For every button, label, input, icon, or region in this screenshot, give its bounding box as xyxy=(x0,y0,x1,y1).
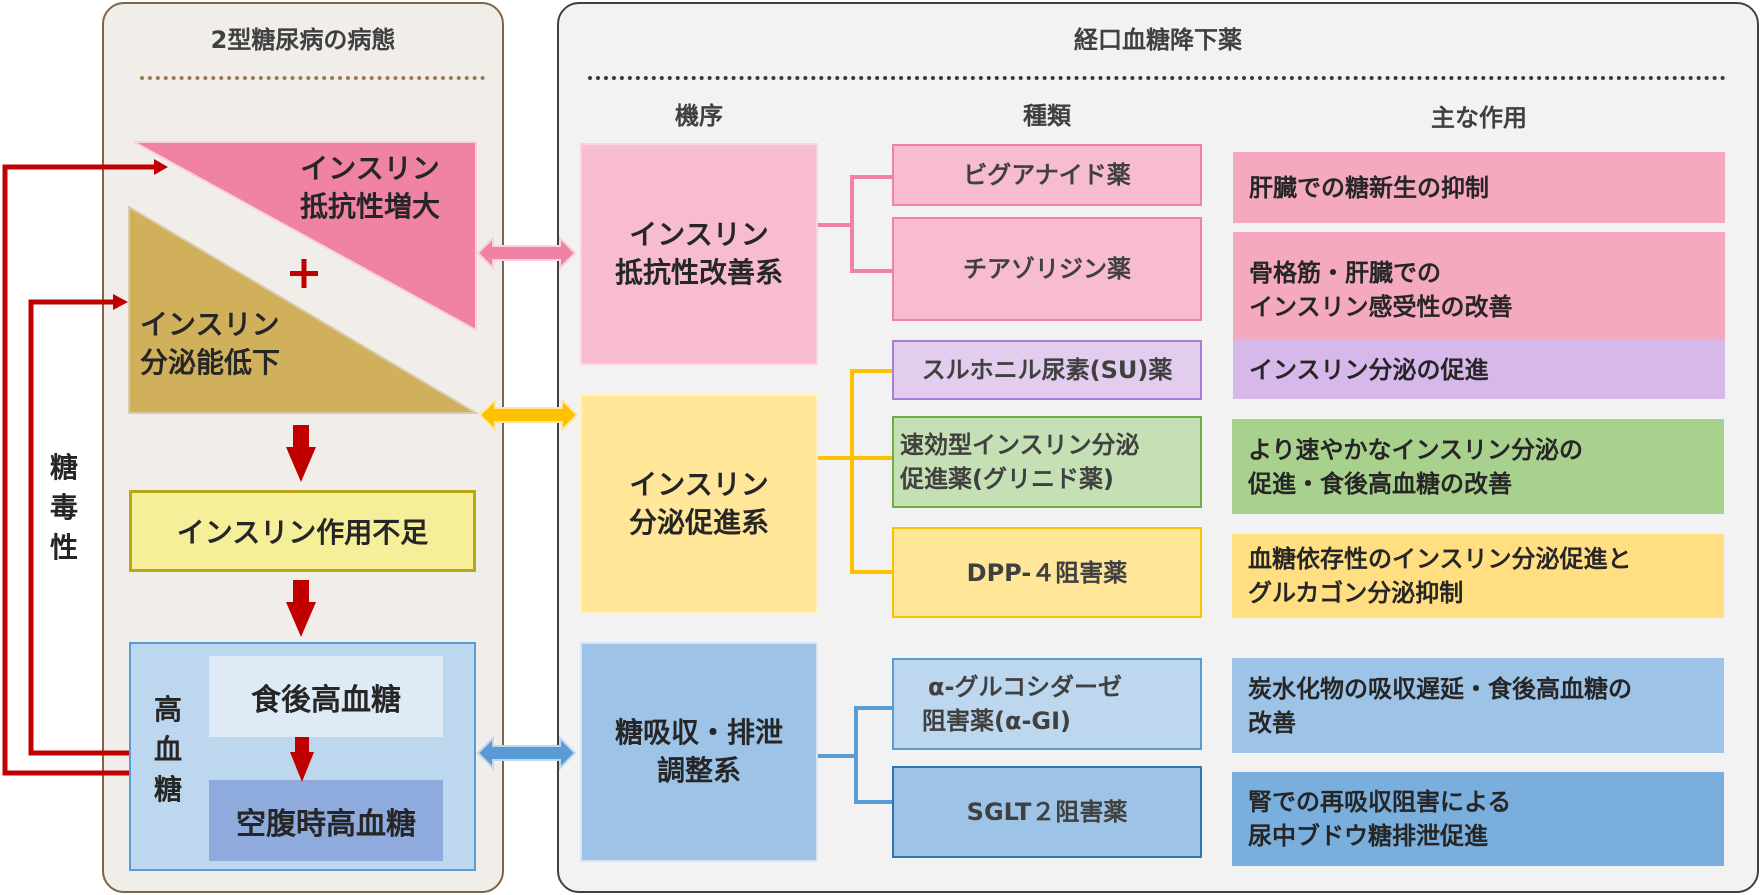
effect-line1: 骨格筋・肝臓での xyxy=(1249,258,1441,287)
mechanism-glucose-absorption-excretion: 糖吸収・排泄 調整系 xyxy=(580,642,818,862)
column-header-mechanism: 機序 xyxy=(675,102,723,130)
down-arrow-2 xyxy=(286,580,316,637)
hyperglycemia-char: 高 xyxy=(153,693,182,726)
oral-drugs-title: 経口血糖降下薬 xyxy=(1074,26,1242,54)
mechanism-line1: インスリン xyxy=(629,468,769,501)
effect-line1: 血糖依存性のインスリン分泌促進と xyxy=(1248,545,1632,573)
insulin-resistance-line1: インスリン xyxy=(300,152,440,185)
effect-line1: より速やかなインスリン分泌の xyxy=(1248,435,1584,464)
secretion-decline-triangle xyxy=(128,205,480,414)
drug-name-line1: チアゾリジン薬 xyxy=(963,255,1131,283)
mechanism-line1: インスリン xyxy=(629,218,769,251)
postprandial-hyperglycemia-box: 食後高血糖 xyxy=(209,656,443,737)
column-header-type: 種類 xyxy=(1023,102,1071,130)
effect-line1: 炭水化物の吸収遅延・食後高血糖の xyxy=(1248,674,1632,703)
drug-sglt2-inhibitor: SGLT２阻害薬 xyxy=(892,766,1202,858)
secretion-decline-line2: 分泌能低下 xyxy=(140,346,281,379)
column-header-effect: 主な作用 xyxy=(1431,104,1527,132)
effect-sglt2-inhibitor: 腎での再吸収阻害による 尿中ブドウ糖排泄促進 xyxy=(1232,772,1724,866)
insulin-resistance-triangle xyxy=(133,141,477,332)
effect-line2: グルカゴン分泌抑制 xyxy=(1248,579,1464,607)
effect-sulfonylurea: インスリン分泌の促進 xyxy=(1233,340,1725,399)
hyperglycemia-char: 糖 xyxy=(153,773,182,806)
hyperglycemia-char: 血 xyxy=(153,733,182,766)
effect-line1: インスリン分泌の促進 xyxy=(1249,355,1489,384)
effect-line2: インスリン感受性の改善 xyxy=(1249,292,1513,321)
down-arrow-1 xyxy=(286,425,316,482)
glucotoxicity-outer-line xyxy=(2,164,158,776)
drug-name-line2: 促進薬(グリニド薬) xyxy=(900,465,1114,493)
secretion-decline-line1: インスリン xyxy=(140,308,280,341)
glucotoxicity-char: 毒 xyxy=(49,491,78,524)
mechanism-line2: 分泌促進系 xyxy=(628,506,769,539)
insulin-deficiency-label: インスリン作用不足 xyxy=(176,516,429,549)
blue-double-arrow xyxy=(476,735,577,771)
yellow-double-arrow xyxy=(478,397,579,433)
pink-connector xyxy=(818,175,895,273)
pathology-title: 2型糖尿病の病態 xyxy=(210,26,396,54)
mechanism-line2: 抵抗性改善系 xyxy=(614,256,783,289)
insulin-resistance-line2: 抵抗性増大 xyxy=(299,190,440,223)
mechanism-line2: 調整系 xyxy=(656,754,741,787)
mechanism-insulin-secretagogue: インスリン 分泌促進系 xyxy=(580,394,818,614)
blue-connector xyxy=(818,706,892,804)
glucotoxicity-label: 糖 毒 性 xyxy=(44,448,84,568)
drug-sulfonylurea: スルホニル尿素(SU)薬 xyxy=(892,340,1202,400)
drug-name-line1: 速効型インスリン分泌 xyxy=(900,431,1140,459)
effect-alpha-gi: 炭水化物の吸収遅延・食後高血糖の 改善 xyxy=(1232,658,1724,753)
effect-biguanide: 肝臓での糖新生の抑制 xyxy=(1233,152,1725,223)
effect-line2: 尿中ブドウ糖排泄促進 xyxy=(1248,822,1488,850)
postprandial-hyperglycemia-label: 食後高血糖 xyxy=(251,682,401,718)
drug-name-line1: SGLT２阻害薬 xyxy=(966,798,1128,826)
effect-line1: 腎での再吸収阻害による xyxy=(1248,788,1512,816)
yellow-connector xyxy=(818,369,892,574)
glucotoxicity-char: 糖 xyxy=(49,451,78,484)
effect-dpp4-inhibitor: 血糖依存性のインスリン分泌促進と グルカゴン分泌抑制 xyxy=(1232,534,1724,618)
plus-sign-vertical xyxy=(301,259,307,288)
drug-dpp4-inhibitor: DPP-４阻害薬 xyxy=(892,527,1202,618)
glucotoxicity-inner-line xyxy=(28,299,129,756)
mechanism-insulin-sensitizer: インスリン 抵抗性改善系 xyxy=(580,143,818,365)
glucotoxicity-outer-arrowhead xyxy=(154,159,168,175)
drug-name-line1: DPP-４阻害薬 xyxy=(966,558,1128,587)
pink-double-arrow xyxy=(476,235,577,271)
glucotoxicity-char: 性 xyxy=(49,531,78,564)
secretion-decline-label: インスリン 分泌能低下 xyxy=(140,306,320,382)
fasting-hyperglycemia-box: 空腹時高血糖 xyxy=(209,780,443,861)
glucotoxicity-inner-arrowhead xyxy=(113,294,128,310)
fasting-hyperglycemia-label: 空腹時高血糖 xyxy=(236,806,416,842)
drug-name-line1: スルホニル尿素(SU)薬 xyxy=(921,356,1173,384)
drug-name-line2: 阻害薬(α-GI) xyxy=(922,707,1072,735)
insulin-deficiency-box: インスリン作用不足 xyxy=(129,490,476,572)
insulin-resistance-label: インスリン 抵抗性増大 xyxy=(280,150,460,226)
drug-biguanide: ビグアナイド薬 xyxy=(892,144,1202,206)
effect-thiazolidinedione: 骨格筋・肝臓での インスリン感受性の改善 xyxy=(1233,232,1725,347)
mechanism-line1: 糖吸収・排泄 xyxy=(614,716,783,749)
drug-thiazolidinedione: チアゾリジン薬 xyxy=(892,217,1202,321)
drug-alpha-gi: α-グルコシダーゼ 阻害薬(α-GI) xyxy=(892,658,1202,750)
pathology-divider xyxy=(140,76,485,80)
drug-name-line1: α-グルコシダーゼ xyxy=(928,673,1122,701)
drug-glinide: 速効型インスリン分泌 促進薬(グリニド薬) xyxy=(892,416,1202,508)
drug-name-line1: ビグアナイド薬 xyxy=(963,161,1131,189)
effect-line1: 肝臓での糖新生の抑制 xyxy=(1249,173,1489,202)
effect-glinide: より速やかなインスリン分泌の 促進・食後高血糖の改善 xyxy=(1232,419,1724,514)
effect-line2: 促進・食後高血糖の改善 xyxy=(1248,469,1512,498)
oral-drugs-divider xyxy=(588,76,1726,80)
effect-line2: 改善 xyxy=(1248,708,1296,737)
hyperglycemia-label: 高 血 糖 xyxy=(148,690,188,810)
